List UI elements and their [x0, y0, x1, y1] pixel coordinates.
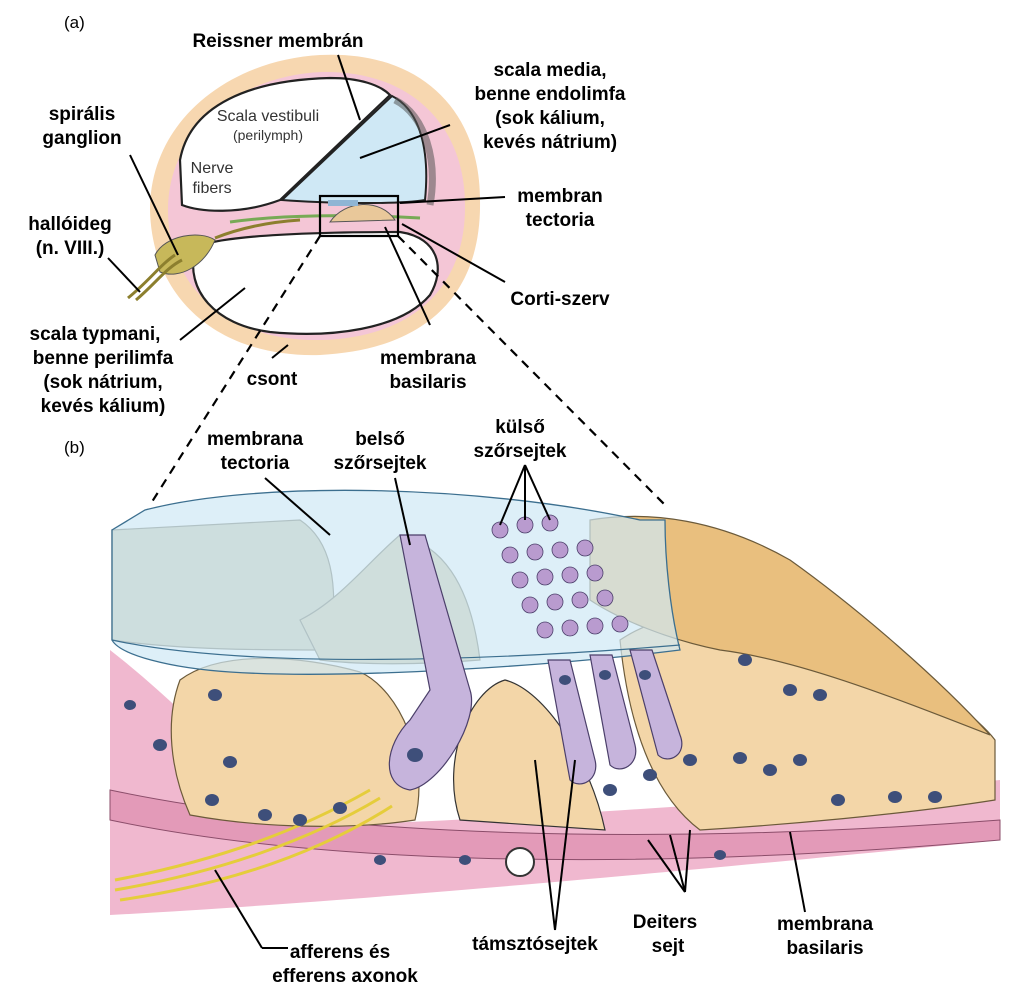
scala-tympani-label-4: kevés kálium) — [41, 396, 166, 417]
spiral-lamina — [229, 214, 421, 224]
leader-lines-a — [107, 54, 506, 359]
membrana-basilaris-a-label-2: basilaris — [389, 372, 466, 393]
scala-tympani — [192, 230, 439, 335]
organ-of-corti — [109, 489, 1001, 915]
membrana-tectoria-b-label-1: membrana — [207, 429, 304, 450]
nerve-fibers-sublabel: fibers — [192, 180, 231, 197]
scala-media-label-3: (sok kálium, — [495, 108, 605, 129]
stria-vascularis — [393, 96, 436, 206]
belso-label-1: belső — [355, 429, 405, 450]
zoom-box — [318, 194, 400, 238]
scala-media-label-2: benne endolimfa — [475, 84, 626, 105]
hallo-ideg-label-1: hallóideg — [28, 214, 111, 235]
membran-tectoria-label-2: tectoria — [526, 210, 595, 231]
membrana-basilaris-a-label-1: membrana — [380, 348, 477, 369]
auditory-nerve-bundle — [127, 218, 301, 302]
tectoria-mini — [328, 200, 358, 206]
cell-nuclei — [124, 654, 942, 865]
axons-label-1: afferens és — [290, 942, 390, 963]
cochlea-cross-section — [127, 54, 481, 356]
panel-a-label: (a) — [64, 13, 85, 32]
corti-label: Corti-szerv — [510, 289, 610, 310]
tectorial-lower-edge — [111, 639, 681, 661]
scala-vestibuli-sublabel: (perilymph) — [233, 127, 303, 143]
belso-label-2: szőrsejtek — [334, 453, 427, 474]
deiters-label-2: sejt — [652, 936, 685, 957]
hensen-cells — [589, 515, 991, 736]
zoom-line-right — [397, 235, 666, 506]
panel-b-label: (b) — [64, 438, 85, 457]
axons-label-2: efferens axonok — [272, 966, 418, 987]
spiral-ganglion-label-2: ganglion — [42, 128, 121, 149]
spiral-ganglion-label-1: spirális — [49, 104, 116, 125]
scala-media-label-4: kevés nátrium) — [483, 132, 617, 153]
blood-vessel — [505, 847, 535, 877]
zoom-line-left — [149, 235, 321, 506]
deiters-label-1: Deiters — [633, 912, 697, 933]
outer-hair-cell-1 — [547, 659, 597, 785]
hallo-ideg-label-2: (n. VIII.) — [36, 238, 105, 259]
leader-lines-b — [214, 464, 806, 949]
inner-hair-cell — [388, 534, 473, 791]
stereocilia-grid — [491, 514, 629, 639]
scala-vestibuli-label: Scala vestibuli — [217, 108, 319, 125]
nerve-fibers-label: Nerve — [191, 160, 234, 177]
membrana-tectoria-b-label-2: tectoria — [221, 453, 290, 474]
kulso-label-1: külső — [495, 417, 545, 438]
scala-tympani-label-2: benne perilimfa — [33, 348, 174, 369]
tectorial-membrane — [111, 489, 681, 675]
reissner-label: Reissner membrán — [192, 31, 363, 52]
kulso-label-2: szőrsejtek — [474, 441, 567, 462]
membran-tectoria-label-1: membran — [517, 186, 603, 207]
organ-of-corti-mini — [329, 204, 396, 223]
scala-tympani-label-1: scala typmani, — [30, 324, 161, 345]
outer-hair-cell-2 — [589, 654, 637, 770]
scala-tympani-label-3: (sok nátrium, — [43, 372, 162, 393]
csont-label: csont — [247, 369, 298, 390]
tamszto-label: támsztósejtek — [472, 934, 598, 955]
membrana-basilaris-b-label-2: basilaris — [786, 938, 863, 959]
scala-vestibuli — [178, 76, 392, 212]
membrana-basilaris-b-label-1: membrana — [777, 914, 874, 935]
scala-media-label-1: scala media, — [493, 60, 606, 81]
